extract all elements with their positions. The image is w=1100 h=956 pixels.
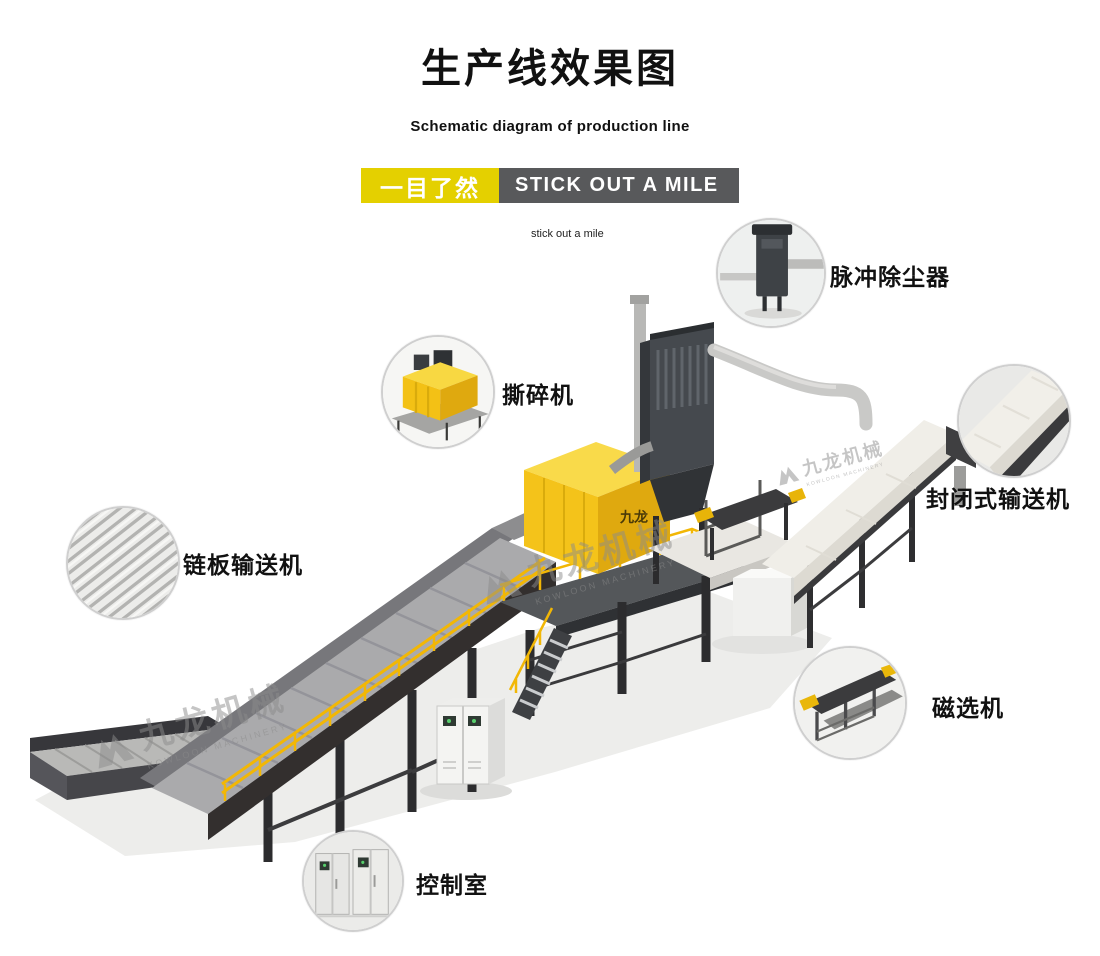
- callout-label-shredder: 撕碎机: [502, 382, 574, 408]
- callout-photo-chain-plate-conveyor: [66, 506, 180, 620]
- banner-cn-label: 一目了然: [361, 168, 499, 203]
- callout-photo-magnetic-separator: [793, 646, 907, 760]
- callout-label-chain-plate-conveyor: 链板输送机: [183, 552, 303, 578]
- pipes-3d: [608, 343, 873, 474]
- dust-collector-3d: [630, 295, 714, 584]
- control-cabinet-3d: [436, 698, 505, 785]
- magnetic-separator-3d: [648, 480, 806, 590]
- header: 生产线效果图 Schematic diagram of production l…: [0, 0, 1100, 203]
- page-title: 生产线效果图: [421, 47, 679, 91]
- callout-photo-enclosed-conveyor: [957, 364, 1071, 478]
- callout-label-control-room: 控制室: [416, 872, 488, 898]
- enclosed-conveyor-3d: [762, 420, 976, 648]
- banner-en-label: STICK OUT A MILE: [499, 168, 739, 203]
- callout-label-magnetic-separator: 磁选机: [932, 695, 1004, 721]
- callout-photo-shredder: [381, 335, 495, 449]
- stairs-3d: [508, 607, 572, 720]
- page-subtitle: Schematic diagram of production line: [410, 118, 690, 135]
- callout-label-enclosed-conveyor: 封闭式输送机: [926, 486, 1070, 512]
- shredder-brand-text: 九龙: [619, 509, 648, 525]
- callout-photo-pulse-dust-collector: [716, 218, 826, 328]
- slogan-banner: 一目了然 STICK OUT A MILE: [361, 168, 739, 203]
- incline-conveyor-3d: [140, 528, 556, 862]
- callout-photo-control-room: [302, 830, 404, 932]
- tagline: stick out a mile: [531, 228, 604, 240]
- callout-label-pulse-dust-collector: 脉冲除尘器: [830, 264, 950, 290]
